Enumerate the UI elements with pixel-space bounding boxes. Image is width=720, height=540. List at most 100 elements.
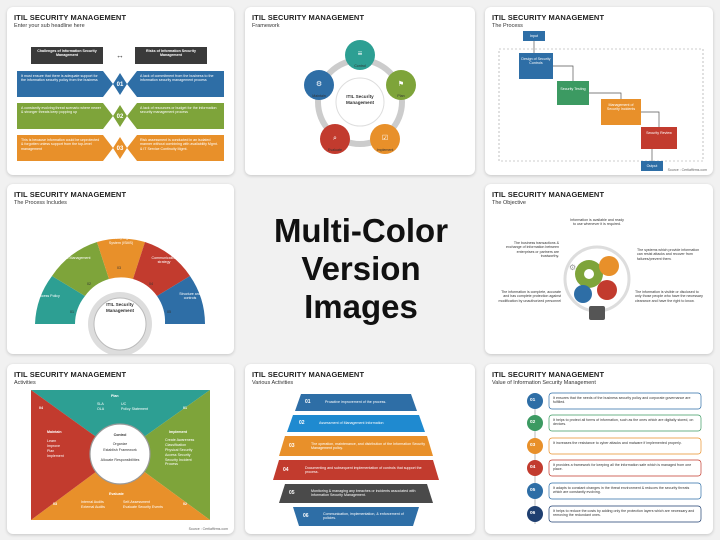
quadrant-item: OLA xyxy=(97,407,105,411)
value-text: It provides a framework for keeping all … xyxy=(553,463,692,472)
center-title: Multi-Color Version Images xyxy=(243,184,479,354)
slide-subtitle: The Objective xyxy=(492,200,526,206)
checklist-icon: ☑ xyxy=(382,134,388,142)
quadrant-heading: Maintain xyxy=(47,430,62,434)
slide-title: ITIL SECURITY MANAGEMENT xyxy=(492,190,605,199)
process-flow-diagram xyxy=(498,31,704,171)
row-left-text: A constantly evolving threat scenario wh… xyxy=(21,106,101,115)
center-item: Allocate Responsibilities xyxy=(100,458,140,462)
value-text: It increases the resistance to cyber att… xyxy=(553,441,682,445)
segment-number: 02 xyxy=(87,282,91,286)
slide-card-3[interactable]: ITIL SECURITY MANAGEMENT The Process Inp… xyxy=(485,7,713,175)
slide-card-2[interactable]: ITIL SECURITY MANAGEMENT Framework ≡ ⚑ ☑… xyxy=(245,7,475,175)
activity-text: Assessment of Management Information xyxy=(319,421,384,425)
value-text: It ensures that the needs of the busines… xyxy=(553,396,691,405)
process-box: Security Testing xyxy=(560,87,586,91)
quadrant-item: Plan xyxy=(47,449,55,453)
segment-number: 01 xyxy=(70,310,74,314)
center-title-line1: Multi-Color xyxy=(273,212,449,249)
magnifier-icon: ⌕ xyxy=(333,135,337,142)
slide-title: ITIL SECURITY MANAGEMENT xyxy=(252,13,365,22)
quadrant-number: 01 xyxy=(183,406,187,410)
slide-card-6[interactable]: ITIL SECURITY MANAGEMENT Activities Cont… xyxy=(7,364,234,534)
value-list-diagram xyxy=(527,392,702,524)
quadrant-item: Improve xyxy=(47,444,60,448)
process-box: Design of Security Controls xyxy=(521,57,551,66)
flag-icon: ⚑ xyxy=(398,80,404,88)
slide-title: ITIL SECURITY MANAGEMENT xyxy=(14,13,127,22)
slide-title: ITIL SECURITY MANAGEMENT xyxy=(492,13,605,22)
objective-text: The business transactions & exchange of … xyxy=(506,241,559,259)
center-heading: Control xyxy=(113,433,127,437)
row-left-text: It must ensure that there is adequate su… xyxy=(21,74,98,83)
quadrant-item: UC xyxy=(121,402,127,406)
slide-card-8[interactable]: ITIL SECURITY MANAGEMENT Value of Inform… xyxy=(485,364,713,534)
row-number: 01 xyxy=(117,82,124,88)
slide-card-5[interactable]: ITIL SECURITY MANAGEMENT The Objective ⚙… xyxy=(485,184,713,354)
slide-subtitle: The Process xyxy=(492,23,523,29)
semicircle-diagram xyxy=(35,238,205,354)
slide-card-1[interactable]: ITIL SECURITY MANAGEMENT Enter your sub … xyxy=(7,7,234,175)
source-footer: Source : Certiaffirms.com xyxy=(188,527,228,531)
segment-number: 05 xyxy=(167,310,171,314)
quadrant-item: Self-Assessment xyxy=(123,500,150,504)
quadrant-number: 02 xyxy=(183,502,187,506)
segment-number: 04 xyxy=(149,282,153,286)
quadrant-item: Access Security xyxy=(165,453,191,457)
center-title-line2: Version Images xyxy=(301,250,421,325)
slide-card-7[interactable]: ITIL SECURITY MANAGEMENT Various Activit… xyxy=(245,364,475,534)
quadrant-item: Classification xyxy=(165,443,187,447)
row-right-text: A lack of commitment from the business t… xyxy=(140,74,214,83)
row-right-text: Risk assessment is conducted in an isola… xyxy=(140,138,218,151)
framework-center-label: ITIL Security Management xyxy=(345,94,375,105)
row-number: 02 xyxy=(117,114,124,120)
activity-num: 05 xyxy=(289,490,295,496)
objective-text: The systems which provide information ca… xyxy=(637,248,700,261)
process-box: Input xyxy=(530,34,538,38)
gears-icon: ⚙ xyxy=(569,263,576,272)
activity-num: 01 xyxy=(305,399,311,405)
quadrant-item: Evaluate Security Events xyxy=(123,505,163,509)
activity-num: 06 xyxy=(303,513,309,519)
objective-text: The information is complete, accurate an… xyxy=(498,290,561,303)
double-arrow-icon: ↔ xyxy=(116,51,124,60)
activity-num: 03 xyxy=(289,443,295,449)
framework-item: Maintain xyxy=(312,94,326,98)
sliders-icon: ≡ xyxy=(358,49,363,58)
center-item: Organize xyxy=(112,442,128,446)
value-num: 02 xyxy=(530,420,536,425)
framework-item: Plan xyxy=(397,94,405,98)
value-num: 04 xyxy=(530,465,536,470)
objective-text: Information is available and ready to us… xyxy=(570,218,624,227)
segment-label: Process Policy xyxy=(36,294,60,298)
segment-label: Structure and controls xyxy=(179,292,201,301)
process-box: Security Review xyxy=(646,131,672,135)
slide-card-4[interactable]: ITIL SECURITY MANAGEMENT The Process Inc… xyxy=(7,184,234,354)
quadrant-number: 04 xyxy=(39,406,43,410)
quadrant-item: SLA xyxy=(97,402,104,406)
activity-text: Proactive improvement of the process. xyxy=(325,400,387,404)
activity-text: The operation, maintenance, and distribu… xyxy=(311,442,426,451)
value-num: 06 xyxy=(530,511,536,516)
slide-subtitle: Enter your sub headline here xyxy=(14,23,85,29)
framework-item: Control xyxy=(354,64,366,68)
quadrant-number: 03 xyxy=(53,502,57,506)
activity-num: 04 xyxy=(283,467,289,473)
value-num: 03 xyxy=(530,443,536,448)
quadrant-item: Physical Security xyxy=(165,448,193,452)
quadrant-item: Security Incident Process xyxy=(165,458,192,467)
objective-text: The information is visible or disclosed … xyxy=(635,290,703,303)
slide-subtitle: Value of Information Security Management xyxy=(492,380,596,386)
quadrant-item: Policy Statement xyxy=(121,407,148,411)
quadrant-heading: Plan xyxy=(111,394,119,398)
slide-subtitle: Framework xyxy=(252,23,280,29)
activity-text: Monitoring & managing any breaches or in… xyxy=(311,489,416,498)
value-num: 05 xyxy=(530,488,536,493)
value-text: It helps to protect all forms of informa… xyxy=(553,418,694,427)
activities-quadrant-diagram xyxy=(31,390,210,520)
center-item: Establish Framework xyxy=(103,448,137,452)
process-box: Output xyxy=(646,164,658,168)
quadrant-item: Create Awareness xyxy=(165,438,195,442)
challenges-risks-diagram: ↔ 01 02 03 xyxy=(17,47,224,161)
